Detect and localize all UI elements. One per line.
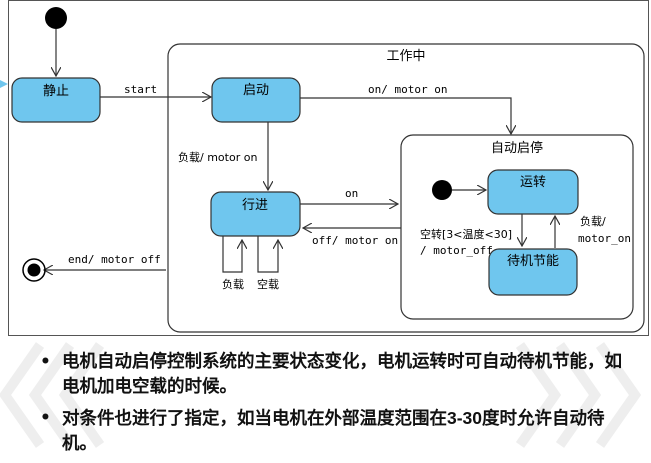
state-standby-label: 待机节能 xyxy=(507,254,559,269)
state-working-label: 工作中 xyxy=(386,49,425,64)
initial-node xyxy=(45,7,67,29)
transition-self-noload-label: 空载 xyxy=(257,277,279,291)
transition-on-motor-on-label: on/ motor on xyxy=(368,83,447,96)
inner-initial-node xyxy=(432,180,452,200)
bullet-item: • 对条件也进行了指定，如当电机在外部温度范围在3-30度时允许自动待机。 xyxy=(34,406,634,457)
state-running: 运转 xyxy=(487,169,579,215)
state-moving: 行进 xyxy=(210,191,301,237)
transition-off-motor-on-label: off/ motor on xyxy=(312,234,398,247)
state-diagram: 静止 工作中 start 启动 on/ motor on 负载/ motor o… xyxy=(0,7,645,333)
state-running-label: 运转 xyxy=(520,175,546,190)
transition-on-motor-on xyxy=(300,97,511,134)
bullet-highlight: 3-30 xyxy=(447,408,483,428)
bullet-text-2b: 度时允许自动待机。 xyxy=(62,409,605,454)
transition-self-load xyxy=(222,236,242,273)
left-edge-marker xyxy=(0,80,8,88)
transition-end-motor-off-label: end/ motor off xyxy=(68,253,161,266)
state-standby: 待机节能 xyxy=(488,248,578,296)
state-working: 工作中 xyxy=(167,43,645,333)
bullet-text-2a: 对条件也进行了指定，如当电机在外部温度范围在 xyxy=(62,409,447,429)
bullet-list: • 电机自动启停控制系统的主要状态变化，电机运转时可自动待机节能，如电机加电空载… xyxy=(34,350,634,463)
transition-self-noload xyxy=(257,236,278,273)
state-idle: 静止 xyxy=(11,77,101,123)
transition-guard-line2: / motor_off xyxy=(420,244,493,257)
bullet-dot: • xyxy=(40,352,51,372)
bullet-dot: • xyxy=(40,408,51,428)
state-starting: 启动 xyxy=(211,77,301,123)
transition-guard-line1: 空转[3<温度<30] xyxy=(420,227,512,241)
transition-on-label: on xyxy=(345,187,358,200)
state-idle-label: 静止 xyxy=(43,84,69,99)
transition-self-load-label: 负载 xyxy=(222,277,244,291)
final-node xyxy=(22,258,46,282)
transition-load-motor-on2-line1: 负载/ xyxy=(580,214,606,228)
transition-load-motor-on2-line2: motor_on xyxy=(578,232,631,245)
state-auto: 自动启停 xyxy=(400,134,634,320)
transition-start-label: start xyxy=(124,83,157,96)
state-moving-label: 行进 xyxy=(242,198,268,213)
bullet-text-1: 电机自动启停控制系统的主要状态变化，电机运转时可自动待机节能，如电机加电空载的时… xyxy=(62,352,622,397)
state-auto-label: 自动启停 xyxy=(491,140,543,156)
state-starting-label: 启动 xyxy=(243,83,269,98)
bullet-item: • 电机自动启停控制系统的主要状态变化，电机运转时可自动待机节能，如电机加电空载… xyxy=(34,350,634,400)
transition-load-motor-on-label: 负载/ motor on xyxy=(178,150,257,164)
